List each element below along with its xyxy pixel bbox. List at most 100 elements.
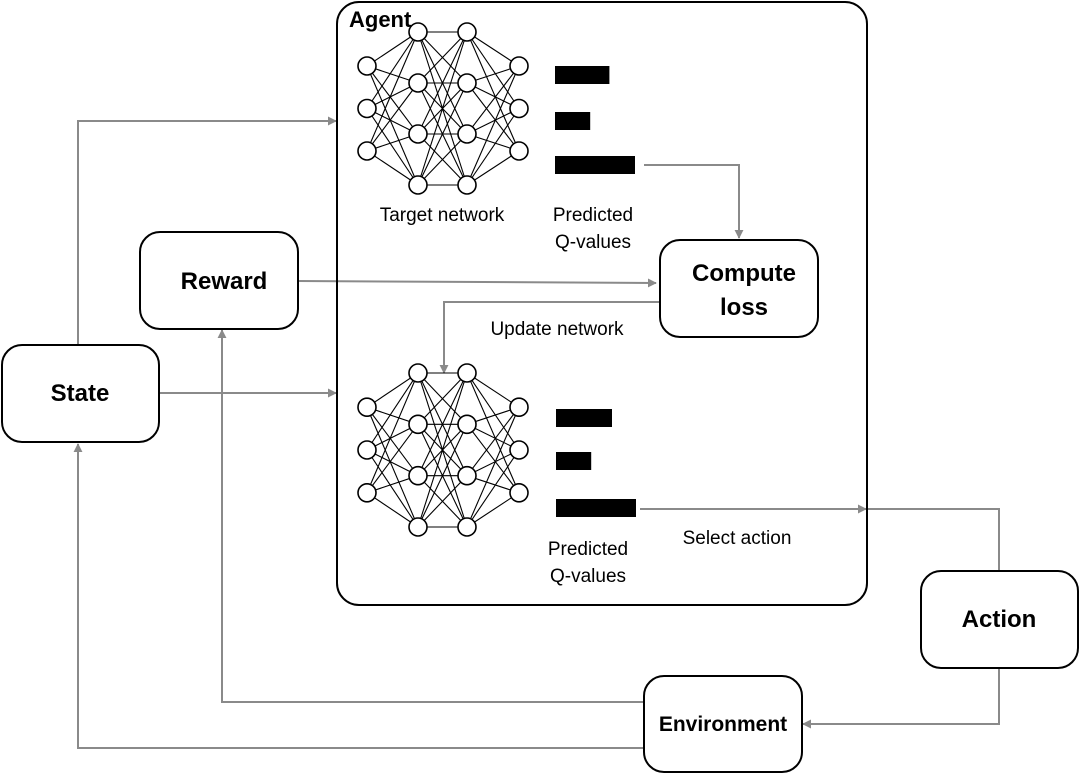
- target-q-values: [555, 66, 635, 174]
- line-to-action: [866, 508, 1000, 571]
- environment-node: Environment: [643, 675, 803, 773]
- q-value-bar: [556, 452, 592, 470]
- network-connection: [366, 372, 419, 451]
- action-label: Action: [962, 606, 1037, 633]
- target-network-label: Target network: [380, 205, 505, 226]
- reward-label: Reward: [181, 268, 268, 295]
- network-neuron: [408, 363, 428, 383]
- network-connection: [466, 372, 520, 408]
- q-value-bar: [555, 156, 635, 174]
- network-neuron: [357, 482, 377, 503]
- network-neuron: [457, 124, 477, 144]
- q-value-bar: [555, 66, 610, 84]
- target-q-label-line-2: Q-values: [555, 232, 631, 253]
- network-connection: [466, 31, 520, 67]
- network-connection: [366, 407, 419, 528]
- network-neuron: [509, 482, 529, 503]
- network-connection: [366, 150, 419, 186]
- arrow-environment-to-reward: [217, 329, 644, 703]
- network-connection: [466, 65, 520, 186]
- compute-loss-node: Compute loss: [659, 239, 819, 338]
- network-connection: [466, 406, 520, 476]
- network-connection: [466, 492, 520, 528]
- network-neuron: [457, 517, 477, 537]
- network-connection: [417, 31, 468, 135]
- network-neuron: [457, 363, 477, 383]
- network-connection: [466, 31, 520, 109]
- target-network: [357, 22, 529, 195]
- network-connection: [417, 133, 468, 186]
- select-action-label: Select action: [683, 528, 792, 549]
- network-neuron: [509, 98, 529, 119]
- network-neuron: [357, 397, 377, 418]
- network-connection: [417, 372, 468, 425]
- arrow-action-to-environment: [802, 668, 1000, 729]
- target-q-label-line-1: Predicted: [553, 205, 633, 226]
- network-neuron: [509, 56, 529, 76]
- network-neuron: [357, 141, 377, 161]
- network-connection: [417, 475, 468, 528]
- network-connection: [417, 372, 468, 476]
- network-connection: [417, 82, 468, 186]
- network-neuron: [408, 175, 428, 195]
- network-neuron: [408, 414, 428, 435]
- environment-label: Environment: [659, 713, 787, 736]
- compute-loss-label-line-1: Compute: [692, 260, 796, 287]
- arrow-update-network: [439, 301, 660, 374]
- network-connection: [466, 372, 520, 493]
- network-neuron: [357, 98, 377, 119]
- network-neuron: [509, 397, 529, 418]
- network-neuron: [408, 124, 428, 144]
- network-connection: [366, 492, 419, 528]
- network-connection: [366, 31, 419, 67]
- network-neuron: [509, 141, 529, 161]
- network-connection: [417, 424, 468, 528]
- network-connection: [366, 406, 419, 476]
- network-connection: [366, 82, 419, 152]
- network-neuron: [457, 414, 477, 435]
- state-label: State: [51, 380, 110, 407]
- network-connection: [466, 407, 520, 528]
- network-neuron: [509, 440, 529, 460]
- online-q-values: [556, 409, 636, 517]
- network-neuron: [457, 175, 477, 195]
- network-connection: [366, 108, 419, 186]
- network-connection: [466, 108, 520, 186]
- network-connection: [366, 65, 419, 135]
- online-q-label-line-1: Predicted: [548, 539, 628, 560]
- network-neuron: [457, 73, 477, 93]
- agent-container: [336, 1, 868, 606]
- network-neuron: [457, 465, 477, 486]
- arrow-reward-to-compute-loss: [297, 278, 657, 288]
- network-connection: [417, 31, 468, 186]
- network-neuron: [457, 22, 477, 42]
- q-value-bar: [556, 499, 636, 517]
- network-neuron: [408, 465, 428, 486]
- network-neuron: [408, 73, 428, 93]
- network-connection: [466, 150, 520, 186]
- network-neuron: [357, 440, 377, 460]
- online-q-label-line-2: Q-values: [550, 566, 626, 587]
- arrow-environment-to-state: [73, 443, 644, 749]
- arrow-state-to-target-network: [77, 116, 337, 345]
- network-connection: [366, 372, 419, 408]
- network-connection: [366, 65, 419, 186]
- network-connection: [417, 372, 468, 528]
- network-connection: [366, 372, 419, 493]
- network-connection: [466, 82, 520, 152]
- agent-title: Agent: [349, 7, 412, 32]
- network-neuron: [408, 22, 428, 42]
- network-connection: [466, 65, 520, 135]
- network-connection: [466, 372, 520, 451]
- network-connection: [366, 31, 419, 152]
- network-connection: [366, 424, 419, 494]
- network-connection: [466, 31, 520, 152]
- network-neuron: [357, 56, 377, 76]
- action-node: Action: [920, 570, 1079, 669]
- network-connection: [366, 449, 419, 528]
- online-network: [357, 363, 529, 537]
- compute-loss-label-line-2: loss: [720, 294, 768, 321]
- q-value-bar: [556, 409, 612, 427]
- reward-node: Reward: [139, 231, 299, 330]
